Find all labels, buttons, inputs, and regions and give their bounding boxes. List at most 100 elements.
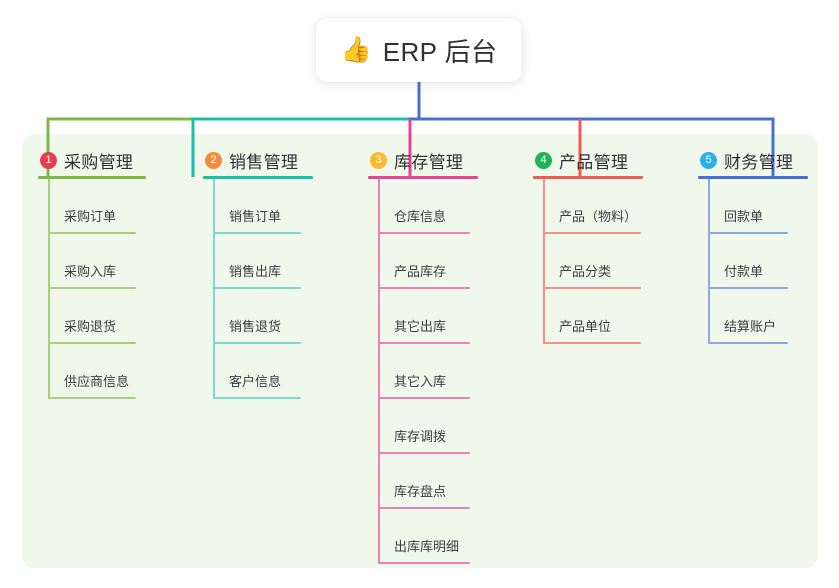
child-node-label: 销售退货	[229, 319, 282, 334]
child-node[interactable]: 销售出库	[203, 234, 313, 289]
child-node[interactable]: 供应商信息	[38, 344, 146, 399]
child-node-label: 销售订单	[229, 209, 282, 224]
child-node[interactable]: 产品（物料）	[533, 179, 643, 234]
child-node[interactable]: 客户信息	[203, 344, 313, 399]
child-node-label: 采购订单	[64, 209, 117, 224]
child-node-underline	[213, 342, 301, 344]
child-node-underline	[48, 232, 136, 234]
child-node-underline	[543, 232, 641, 234]
child-node[interactable]: 销售订单	[203, 179, 313, 234]
branch-underline-3	[368, 176, 478, 179]
child-node-underline	[378, 562, 470, 564]
child-node-label: 仓库信息	[394, 209, 447, 224]
child-node[interactable]: 出库库明细	[368, 509, 478, 564]
branch-badge-1: 1	[40, 151, 57, 169]
child-node-label: 其它出库	[394, 319, 447, 334]
child-node-label: 库存调拨	[394, 429, 447, 444]
child-node-label: 采购退货	[64, 319, 117, 334]
branch-title-3: 库存管理	[394, 152, 464, 172]
child-node-label: 回款单	[724, 209, 764, 224]
child-node-underline	[543, 342, 641, 344]
child-node[interactable]: 销售退货	[203, 289, 313, 344]
diagram-background-panel	[22, 134, 818, 568]
branch-title-4: 产品管理	[559, 152, 629, 172]
branch-underline-2	[203, 176, 313, 179]
child-node[interactable]: 产品库存	[368, 234, 478, 289]
child-node-underline	[213, 232, 301, 234]
child-node-underline	[48, 397, 136, 399]
branch-badge-2: 2	[205, 151, 222, 169]
child-node[interactable]: 产品单位	[533, 289, 643, 344]
child-node-underline	[378, 287, 470, 289]
branch-2: 2 销售管理销售订单销售出库销售退货客户信息	[203, 148, 313, 399]
branch-children-4: 产品（物料） 产品分类产品单位	[533, 179, 643, 344]
child-node-label: 供应商信息	[64, 374, 130, 389]
child-node-label: 产品分类	[559, 264, 612, 279]
child-node-underline	[708, 342, 788, 344]
branch-children-5: 回款单付款单结算账户	[698, 179, 808, 344]
thumbs-up-icon: 👍	[340, 35, 372, 64]
branch-spine-5	[708, 179, 710, 344]
root-node-erp-backend[interactable]: 👍 ERP 后台	[316, 18, 522, 82]
child-node-underline	[378, 342, 470, 344]
branch-header-4[interactable]: 4 产品管理	[533, 148, 643, 172]
child-node-underline	[213, 287, 301, 289]
branch-children-2: 销售订单销售出库销售退货客户信息	[203, 179, 313, 399]
child-node[interactable]: 库存调拨	[368, 399, 478, 454]
branch-header-5[interactable]: 5 财务管理	[698, 148, 808, 172]
root-node-content: 👍 ERP 后台	[341, 32, 498, 69]
branch-header-2[interactable]: 2 销售管理	[203, 148, 313, 172]
child-node-label: 产品（物料）	[559, 209, 638, 224]
child-node-label: 库存盘点	[394, 484, 447, 499]
child-node-underline	[378, 232, 470, 234]
child-node-label: 出库库明细	[394, 539, 460, 554]
branch-title-5: 财务管理	[724, 152, 794, 172]
child-node-label: 产品库存	[394, 264, 447, 279]
branch-children-3: 仓库信息产品库存其它出库其它入库库存调拨库存盘点出库库明细	[368, 179, 478, 564]
branch-title-1: 采购管理	[64, 152, 134, 172]
child-node[interactable]: 采购订单	[38, 179, 146, 234]
branch-1: 1 采购管理采购订单采购入库采购退货供应商信息	[38, 148, 146, 399]
branch-children-1: 采购订单采购入库采购退货供应商信息	[38, 179, 146, 399]
child-node-label: 客户信息	[229, 374, 282, 389]
branch-underline-1	[38, 176, 146, 179]
child-node-label: 付款单	[724, 264, 764, 279]
branch-spine-2	[213, 179, 215, 399]
child-node-label: 销售出库	[229, 264, 282, 279]
child-node[interactable]: 回款单	[698, 179, 808, 234]
child-node-underline	[48, 287, 136, 289]
child-node-underline	[48, 342, 136, 344]
branch-underline-4	[533, 176, 643, 179]
child-node[interactable]: 库存盘点	[368, 454, 478, 509]
branch-badge-4: 4	[535, 151, 552, 169]
child-node-underline	[378, 452, 470, 454]
child-node[interactable]: 采购入库	[38, 234, 146, 289]
child-node[interactable]: 付款单	[698, 234, 808, 289]
branch-spine-1	[48, 179, 50, 399]
child-node[interactable]: 其它入库	[368, 344, 478, 399]
child-node[interactable]: 结算账户	[698, 289, 808, 344]
branch-header-1[interactable]: 1 采购管理	[38, 148, 146, 172]
branch-5: 5 财务管理回款单付款单结算账户	[698, 148, 808, 344]
root-node-title: ERP 后台	[382, 36, 498, 67]
child-node[interactable]: 产品分类	[533, 234, 643, 289]
child-node-underline	[543, 287, 641, 289]
child-node[interactable]: 仓库信息	[368, 179, 478, 234]
child-node-underline	[378, 507, 470, 509]
child-node[interactable]: 采购退货	[38, 289, 146, 344]
child-node-underline	[378, 397, 470, 399]
child-node-label: 采购入库	[64, 264, 117, 279]
child-node-label: 产品单位	[559, 319, 612, 334]
child-node[interactable]: 其它出库	[368, 289, 478, 344]
child-node-label: 结算账户	[724, 319, 777, 334]
child-node-underline	[213, 397, 301, 399]
branch-4: 4 产品管理产品（物料） 产品分类产品单位	[533, 148, 643, 344]
child-node-underline	[708, 232, 788, 234]
branch-spine-3	[378, 179, 380, 564]
branch-badge-5: 5	[700, 151, 717, 169]
branch-spine-4	[543, 179, 545, 344]
branch-title-2: 销售管理	[229, 152, 299, 172]
branch-underline-5	[698, 176, 808, 179]
